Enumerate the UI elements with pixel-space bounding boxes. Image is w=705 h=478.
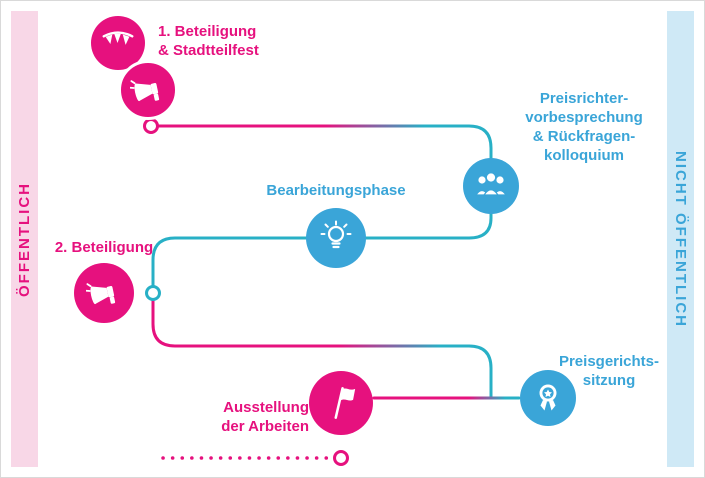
milestone-dot-1 (143, 118, 159, 134)
label-line: sitzung (582, 372, 636, 389)
node-stadtteilfest[interactable] (91, 16, 145, 70)
connector-phase1 (156, 124, 493, 161)
label-line: der Arbeiten (221, 418, 309, 435)
label-preisrichtervorbesprechung: Preisrichter- vorbesprechung & Rückfrage… (499, 89, 669, 165)
label-line: 1. Beteiligung (158, 23, 257, 40)
label-line: 2. Beteiligung (54, 239, 154, 256)
label-bearbeitungsphase: Bearbeitungsphase (253, 181, 419, 200)
label-preisgerichtssitzung: Preisgerichts- sitzung (557, 352, 661, 390)
bunting-icon (102, 31, 134, 45)
label-line: Ausstellung (223, 399, 309, 416)
label-line: Bearbeitungsphase (266, 182, 406, 199)
sidebar-oeffentlich: ÖFFENTLICH (11, 11, 38, 467)
label-line: Preisgerichts- (558, 353, 660, 370)
lightbulb-icon (320, 220, 352, 249)
jury-people-icon (474, 172, 508, 196)
milestone-dot-3 (333, 450, 349, 466)
sidebar-nicht-oeffentlich-label: NICHT ÖFFENTLICH (672, 150, 689, 328)
connector-phase2 (151, 299, 493, 399)
sidebar-nicht-oeffentlich: NICHT ÖFFENTLICH (667, 11, 694, 467)
megaphone-icon (86, 283, 116, 305)
milestone-dot-2 (145, 285, 161, 301)
node-beteiligung-2[interactable] (74, 263, 134, 323)
label-ausstellung: Ausstellung der Arbeiten (193, 398, 309, 436)
medal-icon (539, 384, 557, 411)
megaphone-icon (130, 80, 160, 102)
node-ausstellung[interactable] (309, 371, 373, 435)
label-line: kolloquium (544, 147, 624, 164)
node-bearbeitungsphase[interactable] (306, 208, 366, 268)
node-preisrichtervorbesprechung[interactable] (463, 158, 519, 214)
label-line: & Stadtteilfest (158, 42, 259, 59)
node-beteiligung-1[interactable] (118, 60, 178, 120)
label-line: vorbesprechung (525, 109, 643, 126)
flag-icon (334, 387, 356, 419)
label-line: Preisrichter- (539, 90, 629, 107)
label-beteiligung-1: 1. Beteiligung & Stadtteilfest (158, 22, 259, 60)
node-preisgerichtssitzung[interactable] (520, 370, 576, 426)
label-beteiligung-2: 2. Beteiligung (41, 238, 167, 257)
label-line: & Rückfragen- (532, 128, 636, 145)
